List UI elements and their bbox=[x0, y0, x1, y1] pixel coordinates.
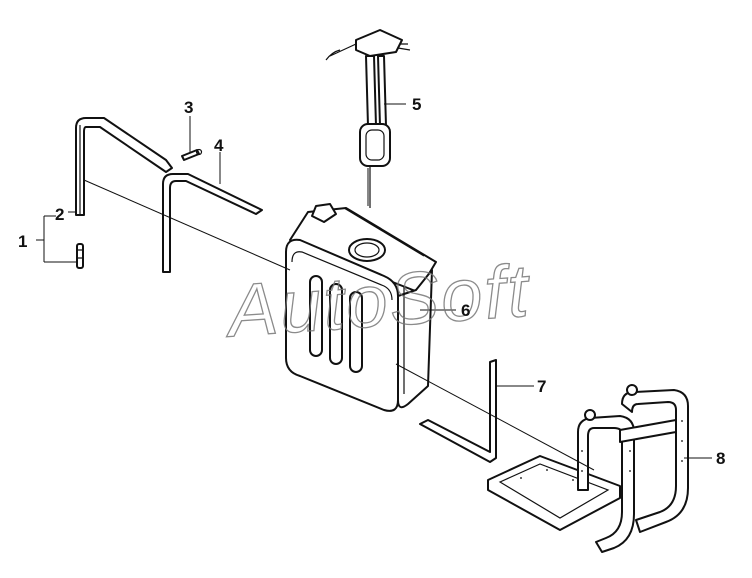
strip-part-7 bbox=[419, 359, 497, 463]
callout-3: 3 bbox=[184, 98, 193, 117]
watermark: AutoSoft bbox=[222, 249, 534, 353]
fuel-sender-part-5 bbox=[325, 29, 411, 208]
callout-4: 4 bbox=[214, 136, 224, 155]
callout-1: 1 bbox=[18, 232, 27, 251]
fuel-tank-part-6 bbox=[285, 203, 437, 412]
leader-lines bbox=[36, 103, 712, 471]
bolt-part-3 bbox=[181, 148, 203, 161]
callout-2: 2 bbox=[55, 205, 64, 224]
strip-pad-part-4 bbox=[162, 173, 263, 273]
callout-8: 8 bbox=[716, 449, 725, 468]
callout-7: 7 bbox=[537, 377, 546, 396]
callout-labels: 1 2 3 4 5 6 7 8 bbox=[18, 95, 725, 468]
callout-5: 5 bbox=[412, 95, 421, 114]
bracket-part-8 bbox=[487, 384, 689, 553]
callout-6: 6 bbox=[461, 301, 470, 320]
strap-part-2 bbox=[75, 117, 173, 269]
